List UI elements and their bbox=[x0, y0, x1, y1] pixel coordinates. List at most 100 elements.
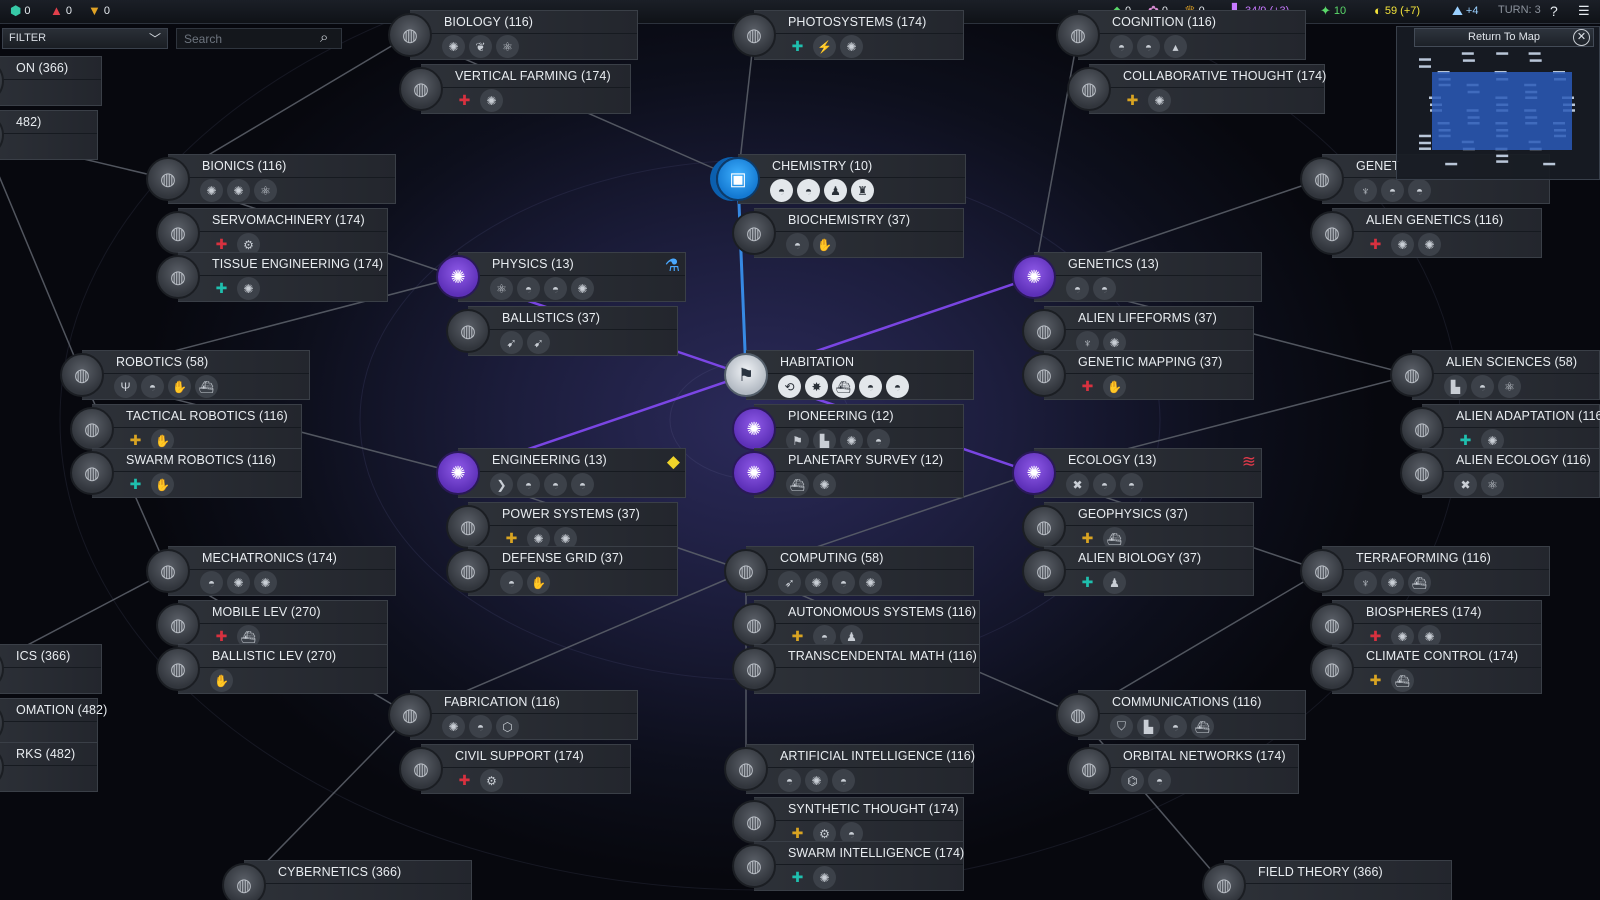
atom-icon[interactable]: ⚛ bbox=[490, 277, 513, 300]
pawn-icon[interactable]: ♟ bbox=[840, 625, 863, 648]
robot-icon[interactable]: ⚙ bbox=[237, 233, 260, 256]
atom-icon[interactable]: ⚛ bbox=[1498, 375, 1521, 398]
hand-icon[interactable]: ✋ bbox=[813, 233, 836, 256]
hand-icon[interactable]: ✋ bbox=[210, 669, 233, 692]
city-icon[interactable]: ▙ bbox=[1444, 375, 1467, 398]
red-icon[interactable]: ✚ bbox=[1369, 236, 1382, 252]
leaf-icon[interactable]: ❦ bbox=[469, 35, 492, 58]
close-icon[interactable]: ✕ bbox=[1573, 29, 1590, 46]
tech-biospheres[interactable]: ◍BIOSPHERES (174)✚✺✺ bbox=[1310, 600, 1542, 650]
tech-orbital-networks[interactable]: ◍ORBITAL NETWORKS (174)⌬◓ bbox=[1067, 744, 1299, 794]
dome-icon[interactable]: ◓ bbox=[832, 769, 855, 792]
search-input[interactable] bbox=[176, 28, 342, 49]
red-icon[interactable]: ✚ bbox=[1081, 378, 1094, 394]
dome-icon[interactable]: ◓ bbox=[778, 769, 801, 792]
gear-icon[interactable]: ✺ bbox=[1418, 233, 1441, 256]
dome-icon[interactable]: ◓ bbox=[886, 375, 909, 398]
dome-icon[interactable]: ◓ bbox=[1471, 375, 1494, 398]
gold-icon[interactable]: ✚ bbox=[1081, 530, 1094, 546]
dome-icon[interactable]: ◓ bbox=[544, 473, 567, 496]
tech-alien-genetics[interactable]: ◍ALIEN GENETICS (116)✚✺✺ bbox=[1310, 208, 1542, 258]
ship-icon[interactable]: ⛴ bbox=[1408, 571, 1431, 594]
dome-icon[interactable]: ◓ bbox=[1148, 769, 1171, 792]
ship-icon[interactable]: ⛴ bbox=[786, 473, 809, 496]
tech-habitation[interactable]: ⚑HABITATION⟲✸⛴◓◓ bbox=[724, 350, 974, 400]
search-icon[interactable]: ⌕ bbox=[320, 29, 329, 46]
gold-icon[interactable]: ✚ bbox=[505, 530, 518, 546]
ship-icon[interactable]: ⛴ bbox=[1191, 715, 1214, 738]
x-icon[interactable]: ✖ bbox=[1066, 473, 1089, 496]
hand-icon[interactable]: ✋ bbox=[1103, 375, 1126, 398]
dome-icon[interactable]: ◓ bbox=[786, 233, 809, 256]
tech-alien-ecology[interactable]: ◍ALIEN ECOLOGY (116)✖⚛ bbox=[1400, 448, 1600, 498]
ship-icon[interactable]: ⛴ bbox=[237, 625, 260, 648]
menu-button[interactable]: ☰ bbox=[1578, 3, 1590, 18]
dome-icon[interactable]: ◓ bbox=[1110, 35, 1133, 58]
dome-icon[interactable]: ◓ bbox=[832, 571, 855, 594]
gear-icon[interactable]: ✺ bbox=[1391, 233, 1414, 256]
return-to-map-button[interactable]: Return To Map bbox=[1414, 28, 1594, 47]
gear-icon[interactable]: ✺ bbox=[571, 277, 594, 300]
tech-power-systems[interactable]: ◍POWER SYSTEMS (37)✚✺✺ bbox=[446, 502, 678, 552]
tech-left-5[interactable]: ◍RKS (482) bbox=[0, 742, 98, 792]
gear-icon[interactable]: ✺ bbox=[237, 277, 260, 300]
gold-icon[interactable]: ✚ bbox=[129, 432, 142, 448]
dome-icon[interactable]: ◓ bbox=[770, 179, 793, 202]
red-icon[interactable]: ✚ bbox=[458, 772, 471, 788]
tech-biochemistry[interactable]: ◍BIOCHEMISTRY (37)◓✋ bbox=[732, 208, 964, 258]
atom-icon[interactable]: ⚛ bbox=[496, 35, 519, 58]
tech-synthetic-thought[interactable]: ◍SYNTHETIC THOUGHT (174)✚⚙◓ bbox=[732, 797, 964, 847]
gun-icon[interactable]: ➹ bbox=[500, 331, 523, 354]
dome-icon[interactable]: ◓ bbox=[469, 715, 492, 738]
gear-icon[interactable]: ✺ bbox=[840, 429, 863, 452]
tech-tactical-robotics[interactable]: ◍TACTICAL ROBOTICS (116)✚✋ bbox=[70, 404, 302, 454]
red-icon[interactable]: ✚ bbox=[215, 236, 228, 252]
cap-icon[interactable]: ▴ bbox=[1164, 35, 1187, 58]
dome-icon[interactable]: ◓ bbox=[1381, 179, 1404, 202]
tech-cognition[interactable]: ◍COGNITION (116)◓◓▴ bbox=[1056, 10, 1306, 60]
gear-icon[interactable]: ✺ bbox=[527, 527, 550, 550]
dome-icon[interactable]: ◓ bbox=[1093, 473, 1116, 496]
ship-icon[interactable]: ⛴ bbox=[1391, 669, 1414, 692]
gear-icon[interactable]: ✺ bbox=[805, 571, 828, 594]
gear-icon[interactable]: ✺ bbox=[1381, 571, 1404, 594]
tech-left-1[interactable]: ◍ON (366) bbox=[0, 56, 102, 106]
tech-climate-control[interactable]: ◍CLIMATE CONTROL (174)✚⛴ bbox=[1310, 644, 1542, 694]
hand-icon[interactable]: ✋ bbox=[168, 375, 191, 398]
science-counter[interactable]: ✦10 bbox=[1320, 4, 1346, 18]
cube-icon[interactable]: ⬡ bbox=[496, 715, 519, 738]
dome-icon[interactable]: ◓ bbox=[1408, 179, 1431, 202]
dome-icon[interactable]: ◓ bbox=[200, 571, 223, 594]
dome-icon[interactable]: ◓ bbox=[1137, 35, 1160, 58]
resource-c[interactable]: ▼0 bbox=[88, 4, 110, 18]
gun-icon[interactable]: ➹ bbox=[527, 331, 550, 354]
robot-icon[interactable]: ⚙ bbox=[480, 769, 503, 792]
tech-robotics[interactable]: ◍ROBOTICS (58)Ψ◓✋⛴ bbox=[60, 350, 310, 400]
culture-counter[interactable]: ⛰+4 bbox=[1452, 4, 1478, 18]
tech-cybernetics[interactable]: ◍CYBERNETICS (366) bbox=[222, 860, 472, 900]
dome-icon[interactable]: ◓ bbox=[141, 375, 164, 398]
shield-icon[interactable]: ⛉ bbox=[1110, 715, 1133, 738]
gear-icon[interactable]: ✺ bbox=[254, 571, 277, 594]
teal-icon[interactable]: ✚ bbox=[129, 476, 142, 492]
tech-defense-grid[interactable]: ◍DEFENSE GRID (37)◓✋ bbox=[446, 546, 678, 596]
dome-icon[interactable]: ◓ bbox=[859, 375, 882, 398]
gold-icon[interactable]: ✚ bbox=[791, 825, 804, 841]
tech-civil-support[interactable]: ◍CIVIL SUPPORT (174)✚⚙ bbox=[399, 744, 631, 794]
tech-biology[interactable]: ◍BIOLOGY (116)✺❦⚛ bbox=[388, 10, 638, 60]
gear-icon[interactable]: ✺ bbox=[840, 35, 863, 58]
help-button[interactable]: ? bbox=[1550, 3, 1558, 19]
tech-field-theory[interactable]: ◍FIELD THEORY (366) bbox=[1202, 860, 1452, 900]
flag-icon[interactable]: ⚑ bbox=[786, 429, 809, 452]
gear-icon[interactable]: ✺ bbox=[554, 527, 577, 550]
gear-icon[interactable]: ✺ bbox=[200, 179, 223, 202]
minimap-viewport[interactable] bbox=[1432, 72, 1572, 150]
tech-photosystems[interactable]: ◍PHOTOSYSTEMS (174)✚⚡✺ bbox=[732, 10, 964, 60]
red-icon[interactable]: ✚ bbox=[1369, 628, 1382, 644]
tech-swarm-robotics[interactable]: ◍SWARM ROBOTICS (116)✚✋ bbox=[70, 448, 302, 498]
tech-servomachinery[interactable]: ◍SERVOMACHINERY (174)✚⚙ bbox=[156, 208, 388, 258]
tech-left-4[interactable]: ◍OMATION (482) bbox=[0, 698, 107, 748]
dome-icon[interactable]: ◓ bbox=[1066, 277, 1089, 300]
gear-icon[interactable]: ✺ bbox=[859, 571, 882, 594]
dome-icon[interactable]: ◓ bbox=[500, 571, 523, 594]
